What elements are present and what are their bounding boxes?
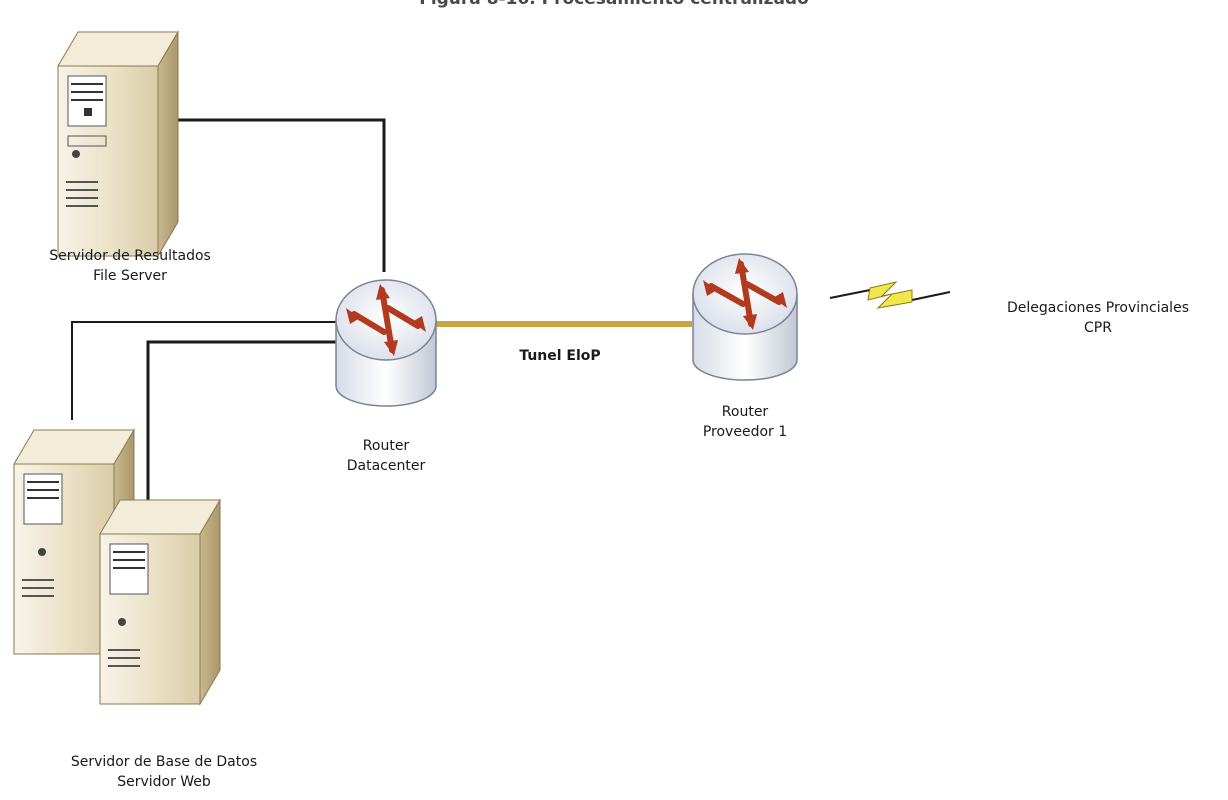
router-proveedor-icon xyxy=(692,253,798,381)
web-server-icon xyxy=(99,498,221,706)
db-web-server-label: Servidor de Base de Datos Servidor Web xyxy=(34,752,294,792)
file-server-label: Servidor de Resultados File Server xyxy=(10,246,250,286)
diagram-title: Figura 8-16. Procesamiento centralizado xyxy=(0,0,1228,9)
router-datacenter-label-line1: Router xyxy=(362,438,410,454)
router-datacenter-label-line2: Datacenter xyxy=(346,458,426,474)
delegaciones-label-line1: Delegaciones Provinciales xyxy=(1007,300,1189,316)
router-proveedor-label-line2: Proveedor 1 xyxy=(702,424,788,440)
file-server-label-line1: Servidor de Resultados xyxy=(49,248,211,264)
wan-link-icon xyxy=(829,281,951,309)
router-datacenter-label: Router Datacenter xyxy=(326,436,446,476)
link-db-server-router xyxy=(71,321,338,420)
database-server-icon xyxy=(13,428,135,656)
router-proveedor-label: Router Proveedor 1 xyxy=(680,402,810,442)
db-web-server-label-line1: Servidor de Base de Datos xyxy=(70,754,258,770)
delegaciones-label-line2: CPR xyxy=(1084,320,1112,336)
db-web-server-label-line2: Servidor Web xyxy=(117,774,211,790)
router-datacenter-icon xyxy=(335,279,437,407)
delegaciones-label: Delegaciones Provinciales CPR xyxy=(978,298,1218,338)
file-server-label-line2: File Server xyxy=(93,268,167,284)
link-web-server-router xyxy=(146,340,338,500)
file-server-icon xyxy=(57,30,179,258)
link-file-server-router xyxy=(178,118,386,272)
router-proveedor-label-line1: Router xyxy=(721,404,769,420)
server-links xyxy=(71,118,386,500)
tunnel-label: Tunel EloP xyxy=(519,348,601,364)
